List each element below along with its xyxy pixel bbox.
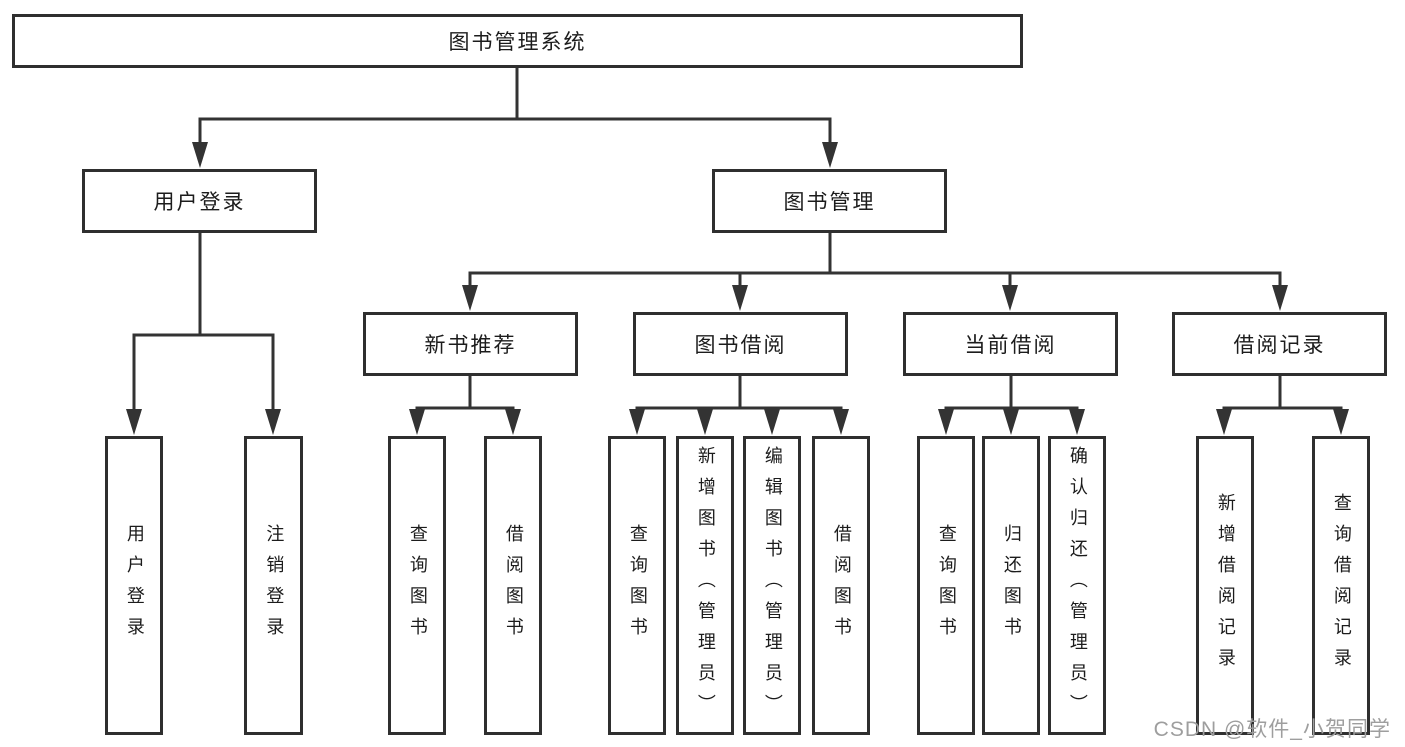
connector-root-to-level2 xyxy=(192,66,838,168)
leaf-user-login: 用户登录 xyxy=(105,436,163,735)
leaf-recommend-borrow-book: 借阅图书 xyxy=(484,436,542,735)
leaf-recommend-query-book: 查询图书 xyxy=(388,436,446,735)
leaf-borrow-query-book: 查询图书 xyxy=(608,436,666,735)
node-book-management: 图书管理 xyxy=(712,169,947,233)
node-borrow-record: 借阅记录 xyxy=(1172,312,1387,376)
leaf-edit-book-admin: 编辑图书（管理员） xyxy=(743,436,801,735)
leaf-query-borrow-record: 查询借阅记录 xyxy=(1312,436,1370,735)
leaf-current-query-book: 查询图书 xyxy=(917,436,975,735)
connector-bookmgmt-to-level3 xyxy=(462,233,1288,311)
node-root: 图书管理系统 xyxy=(12,14,1023,68)
leaf-add-book-admin: 新增图书（管理员） xyxy=(676,436,734,735)
node-user-login: 用户登录 xyxy=(82,169,317,233)
connector-recommend-to-leaves xyxy=(409,376,521,435)
connector-userlogin-to-leaves xyxy=(126,233,281,435)
leaf-add-borrow-record: 新增借阅记录 xyxy=(1196,436,1254,735)
connector-current-to-leaves xyxy=(938,376,1085,435)
node-book-borrow: 图书借阅 xyxy=(633,312,848,376)
node-new-book-recommend: 新书推荐 xyxy=(363,312,578,376)
leaf-return-book: 归还图书 xyxy=(982,436,1040,735)
csdn-watermark: CSDN @软件_小贺同学 xyxy=(1153,718,1391,741)
connector-record-to-leaves xyxy=(1216,376,1349,435)
leaf-logout: 注销登录 xyxy=(244,436,303,735)
node-current-borrow: 当前借阅 xyxy=(903,312,1118,376)
connector-borrow-to-leaves xyxy=(629,376,849,435)
leaf-confirm-return-admin: 确认归还（管理员） xyxy=(1048,436,1106,735)
leaf-borrow-book: 借阅图书 xyxy=(812,436,870,735)
